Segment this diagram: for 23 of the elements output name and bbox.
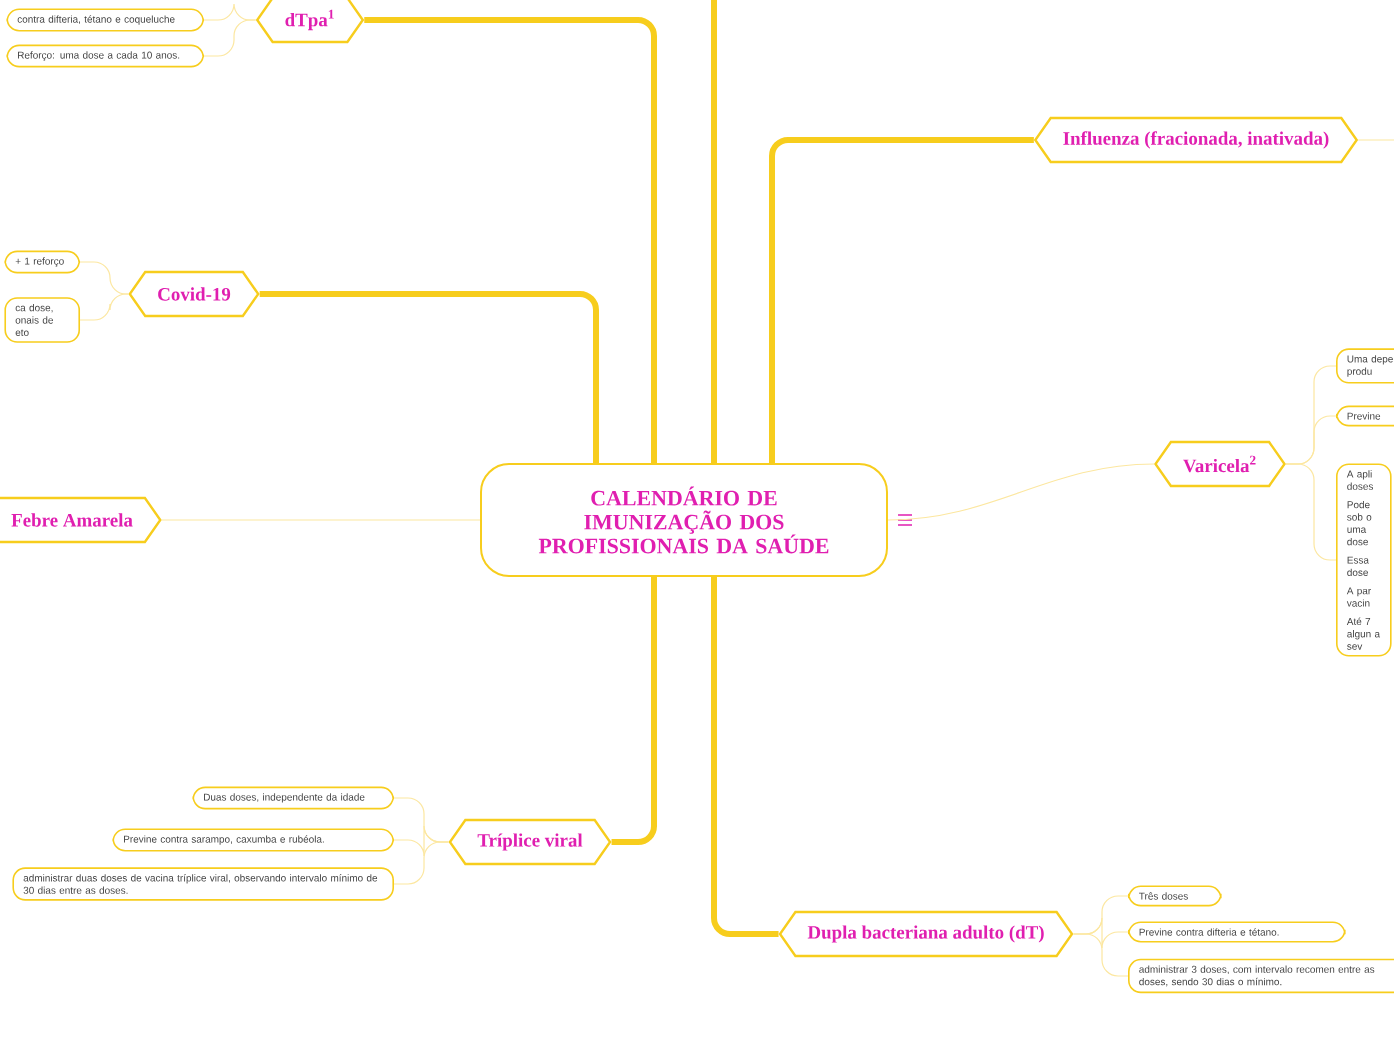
connector-line [1357, 139, 1394, 141]
connector-line [769, 137, 1034, 463]
topic-hexagon: Dupla bacteriana adulto (dT) [778, 910, 1074, 958]
topic-hexagon: dTpa$^{1}$ [255, 0, 365, 44]
topic-hexagon: Influenza (fracionada, inativada) [1033, 116, 1359, 164]
connector-line [79, 293, 129, 321]
topic-hexagon: Covid-19 [128, 270, 260, 318]
topic-hexagon: Tríplice viral [448, 818, 612, 866]
connector-line [711, 0, 717, 463]
connector-line [161, 519, 481, 521]
connector-line [887, 463, 1155, 521]
connector-line [711, 577, 779, 937]
connector-line [364, 17, 657, 463]
connector-line [203, 19, 257, 57]
connector-line [393, 841, 450, 885]
connector-line [259, 291, 599, 463]
connector-line [1285, 463, 1337, 561]
connector-line [611, 577, 657, 845]
topic-hexagon: Febre Amarela [0, 496, 162, 544]
connector-line [79, 261, 129, 295]
topic-hexagon: Varicela$^{2}$ [1154, 440, 1286, 488]
connector-line [1072, 933, 1129, 977]
central-topic-box: CALENDÁRIO DE IMUNIZAÇÃO DOS PROFISSIONAIS DA SAÚDE [480, 463, 888, 577]
